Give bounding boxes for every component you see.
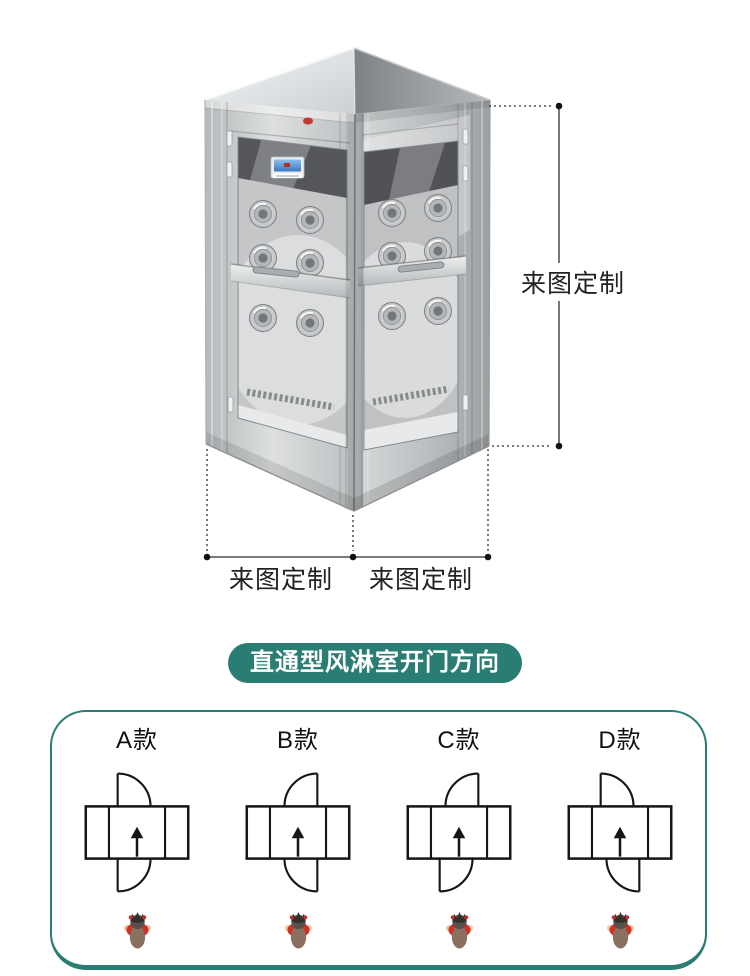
door-option-b: B款	[222, 726, 374, 950]
door-option-d: D款	[544, 726, 696, 950]
person-top-view-icon	[284, 912, 312, 949]
door-option-a: A款	[61, 726, 213, 950]
right-door-handle	[397, 261, 445, 273]
dimension-label-bottom-left: 来图定制	[223, 559, 339, 597]
cabinet-top-face	[204, 47, 491, 115]
dimension-label-bottom-right: 来图定制	[363, 559, 479, 597]
door-swing-diagram	[406, 772, 512, 893]
cabinet-right-face	[354, 100, 490, 511]
door-swing-diagram	[84, 772, 190, 893]
door-swing-diagram	[245, 772, 351, 893]
right-door-hinges	[462, 128, 469, 411]
door-option-label: C款	[437, 727, 481, 754]
control-panel	[270, 156, 305, 179]
person-top-view-icon	[445, 912, 473, 949]
person-top-view-icon	[123, 912, 151, 949]
door-swing-diagram	[567, 772, 673, 893]
left-door-handle	[252, 266, 300, 278]
cabinet-left-face	[204, 100, 356, 511]
person-top-view-icon	[606, 912, 634, 949]
door-option-label: A款	[115, 727, 158, 754]
logo-sticker	[303, 117, 313, 125]
dimension-label-right: 来图定制	[515, 263, 631, 301]
door-option-c: C款	[383, 726, 535, 950]
air-shower-product-image	[203, 47, 563, 561]
left-door-hinges	[226, 130, 234, 413]
door-direction-options-panel: A款 B款	[50, 710, 707, 970]
door-option-label: B款	[276, 727, 319, 754]
section-title-banner: 直通型风淋室开门方向	[228, 643, 522, 684]
door-option-label: D款	[598, 727, 642, 754]
cabinet-edges	[204, 99, 491, 512]
